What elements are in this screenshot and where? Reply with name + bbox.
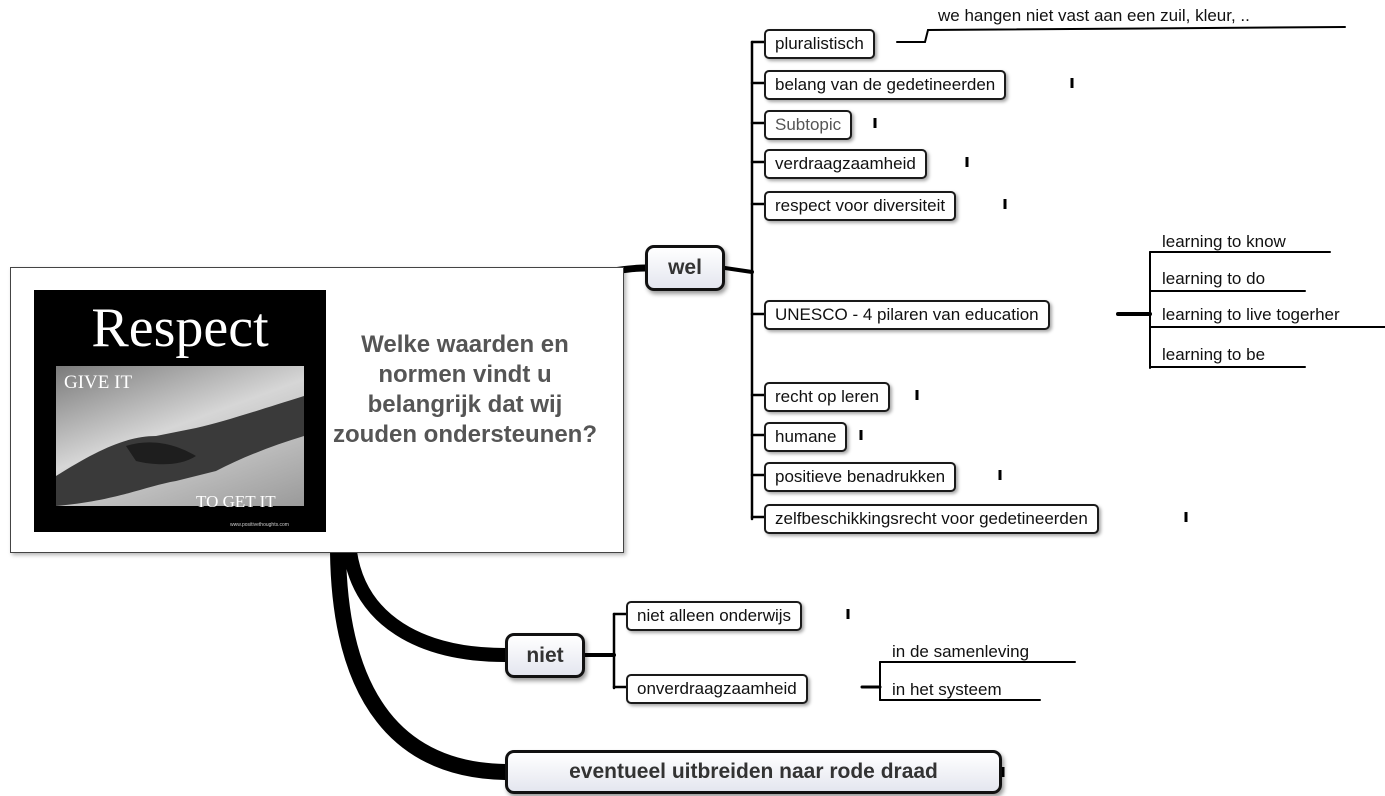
subtopic-belang[interactable]: belang van de gedetineerden bbox=[764, 70, 1007, 100]
subtopic-recht-label: recht op leren bbox=[775, 387, 879, 406]
subtopic-pluralistisch-label: pluralistisch bbox=[775, 34, 864, 53]
subtopic-humane[interactable]: humane bbox=[764, 422, 848, 452]
handshake-picture bbox=[56, 366, 304, 506]
subtopic-recht[interactable]: recht op leren bbox=[764, 382, 890, 412]
subtopic-belang-label: belang van de gedetineerden bbox=[775, 75, 996, 94]
pillar-live-together[interactable]: learning to live togerher bbox=[1162, 305, 1340, 324]
subtopic-unesco-label: UNESCO - 4 pilaren van education bbox=[775, 305, 1039, 324]
subtopic-verdraagzaamheid-label: verdraagzaamheid bbox=[775, 154, 916, 173]
respect-image: Respect GIVE IT TO GET IT www.positiveth… bbox=[34, 290, 326, 532]
subtopic-zelfbeschikking[interactable]: zelfbeschikkingsrecht voor gedetineerden bbox=[764, 504, 1099, 534]
subtopic-verdraagzaamheid[interactable]: verdraagzaamheid bbox=[764, 149, 927, 179]
subtopic-onderwijs[interactable]: niet alleen onderwijs bbox=[626, 601, 803, 631]
subtopic-humane-label: humane bbox=[775, 427, 837, 446]
image-line-get: TO GET IT bbox=[196, 492, 276, 511]
subtopic-placeholder[interactable]: Subtopic bbox=[764, 110, 853, 140]
topic-eventueel[interactable]: eventueel uitbreiden naar rode draad bbox=[505, 750, 1002, 794]
topic-niet[interactable]: niet bbox=[505, 633, 585, 678]
subtopic-onverdraagzaamheid-label: onverdraagzaamheid bbox=[637, 679, 797, 698]
subtopic-placeholder-label: Subtopic bbox=[775, 115, 842, 134]
central-question: Welke waarden en normen vindt u belangri… bbox=[333, 331, 597, 448]
subtopic-onderwijs-label: niet alleen onderwijs bbox=[637, 606, 792, 625]
pillar-be[interactable]: learning to be bbox=[1162, 345, 1266, 364]
subtopic-zelfbeschikking-label: zelfbeschikkingsrecht voor gedetineerden bbox=[775, 509, 1088, 528]
subtopic-pluralistisch[interactable]: pluralistisch bbox=[764, 29, 875, 59]
pillar-do[interactable]: learning to do bbox=[1162, 269, 1266, 288]
note-pluralistisch[interactable]: we hangen niet vast aan een zuil, kleur,… bbox=[938, 6, 1250, 25]
subtopic-respect-label: respect voor diversiteit bbox=[775, 196, 946, 215]
subtopic-positieve-label: positieve benadrukken bbox=[775, 467, 946, 486]
topic-niet-label: niet bbox=[526, 644, 564, 667]
topic-wel[interactable]: wel bbox=[645, 245, 725, 291]
leaf-samenleving[interactable]: in de samenleving bbox=[892, 642, 1030, 661]
pillar-know[interactable]: learning to know bbox=[1162, 232, 1286, 251]
leaf-systeem[interactable]: in het systeem bbox=[892, 680, 1002, 699]
image-title: Respect bbox=[91, 297, 269, 359]
topic-wel-label: wel bbox=[668, 256, 702, 279]
subtopic-unesco[interactable]: UNESCO - 4 pilaren van education bbox=[764, 300, 1050, 330]
subtopic-positieve[interactable]: positieve benadrukken bbox=[764, 462, 957, 492]
image-line-give: GIVE IT bbox=[64, 372, 133, 393]
image-site: www.positivethoughts.com bbox=[230, 522, 289, 528]
subtopic-onverdraagzaamheid[interactable]: onverdraagzaamheid bbox=[626, 674, 808, 704]
subtopic-respect[interactable]: respect voor diversiteit bbox=[764, 191, 957, 221]
topic-eventueel-label: eventueel uitbreiden naar rode draad bbox=[569, 760, 938, 783]
